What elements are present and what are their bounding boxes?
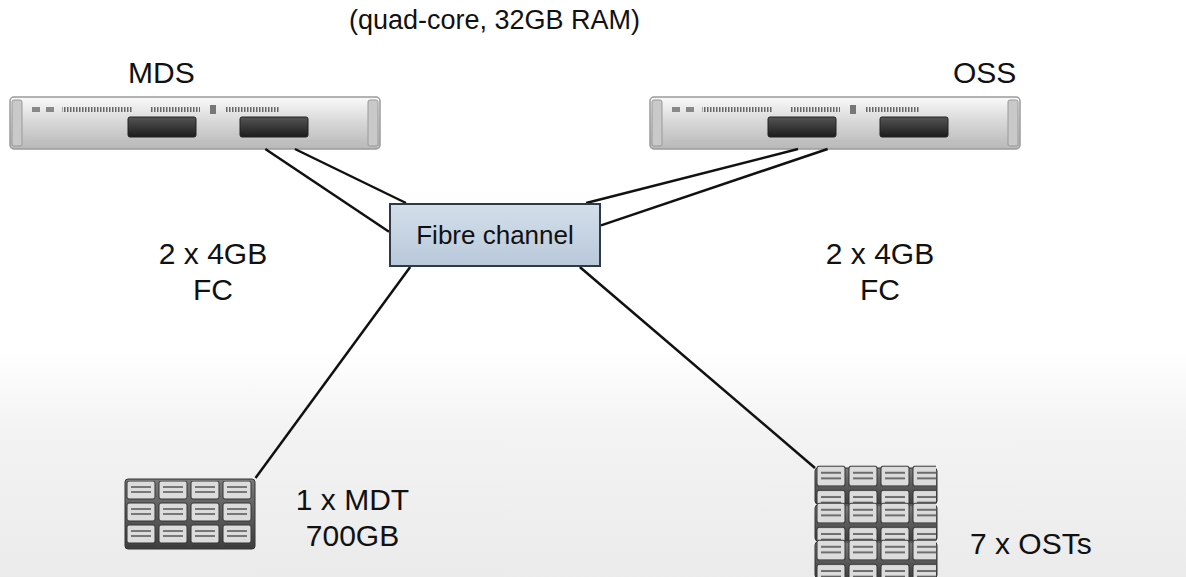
server-node: OSS (650, 97, 1020, 149)
link-label: 2 x 4GB FC (805, 236, 955, 308)
node-label: 7 x OSTs (970, 526, 1092, 562)
fc-link (295, 149, 406, 203)
ost-array-icon (815, 538, 937, 577)
spec-note: (quad-core, 32GB RAM) (349, 4, 640, 37)
mdt-array-icon (125, 479, 255, 549)
fc-link (265, 149, 389, 232)
server-node: MDS (10, 97, 380, 149)
node-label: 1 x MDT 700GB (285, 482, 420, 554)
oss-server-icon (650, 97, 1020, 149)
storage-node: 1 x MDT 700GB (125, 478, 415, 568)
node-label: OSS (953, 55, 1016, 91)
floor-shade (0, 350, 1186, 577)
node-label: Fibre channel (416, 220, 574, 250)
mds-server-icon (10, 97, 380, 149)
switch-box: Fibre channel (389, 203, 601, 267)
fc-link (256, 267, 411, 478)
node-label: MDS (128, 55, 195, 91)
fc-link (601, 149, 828, 225)
link-label: 2 x 4GB FC (138, 236, 288, 308)
ost-array-icon (815, 501, 937, 541)
fc-link (580, 267, 815, 468)
ost-array-icon (815, 464, 937, 504)
storage-node: 7 x OSTs (815, 468, 1175, 577)
